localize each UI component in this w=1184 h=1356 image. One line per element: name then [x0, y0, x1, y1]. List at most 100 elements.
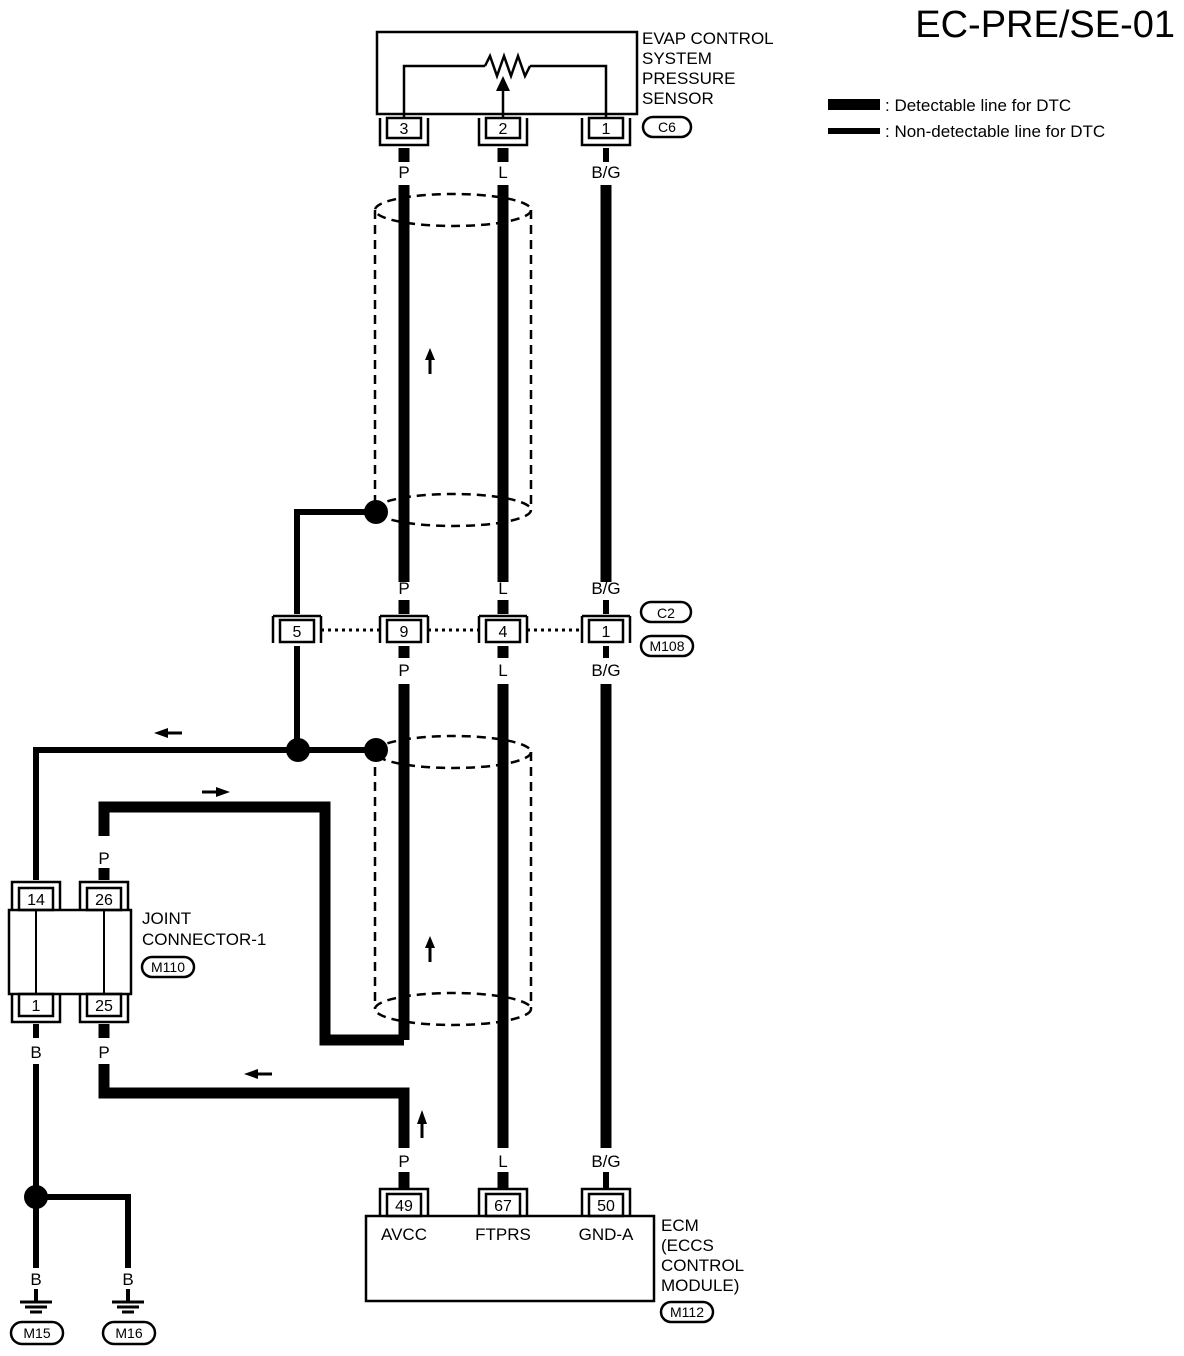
flow-arrow-icon [202, 787, 230, 797]
ecm-terminal-ftprs: FTPRS [475, 1225, 531, 1244]
joint-pin-14: 14 [10, 880, 62, 912]
wire-p-to-joint-26 [98, 801, 404, 1046]
svg-text:2: 2 [499, 121, 508, 138]
flow-arrow-icon [425, 348, 435, 374]
connector-m16-badge [101, 1320, 157, 1346]
ecm-pin-50: 50 [580, 1187, 632, 1218]
joint-connector-body [7, 908, 133, 996]
harness-color-l-top: L [498, 579, 507, 598]
joint-color-b-bottom: B [30, 1043, 41, 1062]
ecm-terminal-avcc: AVCC [381, 1225, 427, 1244]
connector-c6-badge [641, 115, 693, 139]
ecm-color-l: L [498, 1152, 507, 1171]
wire-b-to-m16 [36, 1194, 131, 1268]
harness-color-p-top: P [398, 579, 409, 598]
splice-dot [364, 738, 388, 762]
evap-sensor-name-4: SENSOR [642, 89, 714, 108]
resistor-icon [483, 52, 532, 80]
svg-text:26: 26 [95, 892, 113, 909]
legend-non-detectable-swatch [828, 128, 880, 134]
svg-text:50: 50 [597, 1198, 615, 1215]
joint-connector: 14 26 1 25 JOINT CONNECTOR-1 M110 [7, 880, 266, 1024]
joint-connector-name-2: CONNECTOR-1 [142, 930, 266, 949]
joint-pin-25: 25 [78, 992, 130, 1024]
connector-m112-badge [659, 1300, 715, 1324]
legend-non-detectable-label: : Non-detectable line for DTC [885, 122, 1105, 141]
lower-shield [373, 734, 533, 1027]
connector-m108-label: M108 [649, 638, 684, 654]
svg-text:49: 49 [395, 1198, 413, 1215]
upper-shield [373, 192, 533, 528]
ecm-pin-49: 49 [378, 1187, 430, 1218]
svg-text:14: 14 [27, 892, 45, 909]
ground-color-b-2: B [122, 1270, 133, 1289]
ecm-name-2: (ECCS [661, 1236, 714, 1255]
harness-color-bg-top: B/G [591, 579, 620, 598]
svg-text:1: 1 [602, 121, 611, 138]
evap-sensor-name-1: EVAP CONTROL [642, 29, 774, 48]
wire-p-to-ecm [98, 1064, 410, 1148]
ecm: 49 67 50 AVCC FTPRS GND-A ECM (ECCS CONT… [364, 1187, 744, 1324]
evap-sensor-name-2: SYSTEM [642, 49, 712, 68]
svg-text:25: 25 [95, 998, 113, 1015]
ecm-color-bg: B/G [591, 1152, 620, 1171]
splice-dot [286, 738, 310, 762]
evap-pin-2: 2 [477, 116, 529, 147]
ecm-name-3: CONTROL [661, 1256, 744, 1275]
harness-color-bg-bottom: B/G [591, 661, 620, 680]
joint-color-p-top: P [98, 849, 109, 868]
connector-m16-label: M16 [115, 1325, 142, 1341]
legend-detectable-label: : Detectable line for DTC [885, 96, 1071, 115]
joint-connector-name-1: JOINT [142, 909, 191, 928]
ground-color-b-1: B [30, 1270, 41, 1289]
ground-icon [20, 1289, 52, 1314]
wire-color-bg-top: B/G [591, 163, 620, 182]
evap-pin-3: 3 [378, 116, 430, 147]
wire-color-p-top: P [398, 163, 409, 182]
connector-c2-label: C2 [657, 605, 675, 621]
flow-arrow-icon [417, 1110, 427, 1138]
evap-sensor-name-3: PRESSURE [642, 69, 736, 88]
page-title: EC-PRE/SE-01 [915, 4, 1175, 46]
wiper-arrow-icon [496, 76, 510, 91]
joint-pin-26: 26 [78, 880, 130, 912]
connector-c2-badge [639, 600, 693, 624]
svg-text:9: 9 [400, 624, 409, 641]
shield-drain-upper [294, 509, 365, 614]
flow-arrow-icon [244, 1069, 272, 1079]
wire-color-l-top: L [498, 163, 507, 182]
evap-sensor: EVAP CONTROL SYSTEM PRESSURE SENSOR 3 2 … [375, 29, 774, 147]
ground-icon [112, 1289, 144, 1314]
harness-color-p-bottom: P [398, 661, 409, 680]
ecm-terminal-gnda: GND-A [579, 1225, 634, 1244]
svg-text:67: 67 [494, 1198, 512, 1215]
harness-pin-5: 5 [271, 614, 323, 644]
evap-sensor-body [375, 30, 639, 116]
legend-detectable-swatch [828, 99, 880, 110]
harness-pin-4: 4 [477, 614, 529, 644]
connector-m15-label: M15 [23, 1325, 50, 1341]
connector-c6-label: C6 [658, 119, 676, 135]
harness-color-l-bottom: L [498, 661, 507, 680]
ecm-color-p: P [398, 1152, 409, 1171]
splice-dot [24, 1185, 48, 1209]
svg-text:5: 5 [293, 624, 302, 641]
harness-connector: 5 9 4 1 C2 M108 [271, 600, 695, 658]
svg-text:4: 4 [499, 624, 508, 641]
connector-m108-badge [639, 634, 695, 658]
ecm-name-1: ECM [661, 1216, 699, 1235]
harness-pin-1: 1 [580, 614, 632, 644]
harness-pin-9: 9 [378, 614, 430, 644]
shield-ground-wire [33, 747, 365, 880]
flow-arrow-icon [154, 728, 182, 738]
ecm-name-4: MODULE) [661, 1276, 739, 1295]
evap-pin-1: 1 [580, 116, 632, 147]
svg-text:1: 1 [32, 998, 41, 1015]
joint-color-p-bottom: P [98, 1043, 109, 1062]
legend: : Detectable line for DTC : Non-detectab… [828, 96, 1105, 141]
ecm-pin-67: 67 [477, 1187, 529, 1218]
joint-pin-1: 1 [10, 992, 62, 1024]
connector-m110-label: M110 [151, 959, 185, 975]
connector-m110-badge [140, 955, 196, 979]
